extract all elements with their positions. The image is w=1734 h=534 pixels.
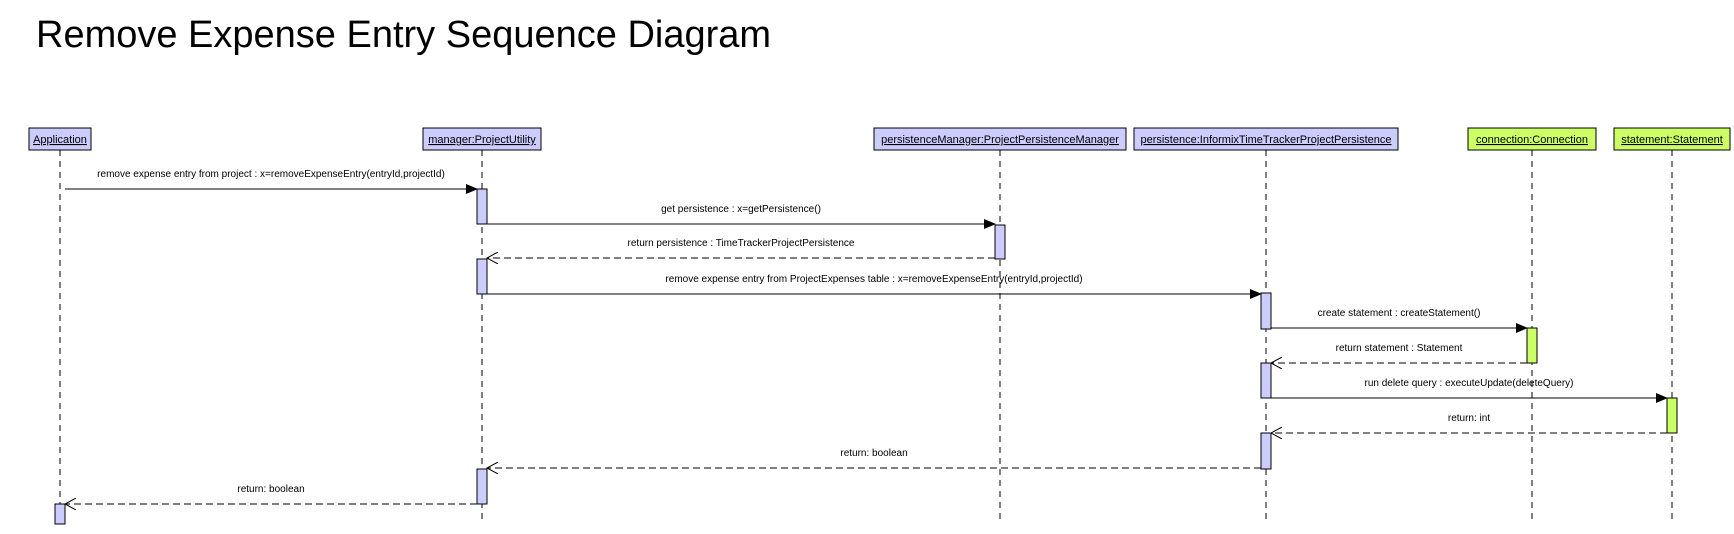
participant-box <box>1613 127 1731 151</box>
message-label: remove expense entry from project : x=re… <box>97 169 445 180</box>
participant-label: Application <box>33 134 87 146</box>
participant-box <box>873 127 1127 151</box>
participant-label: persistence:InformixTimeTrackerProjectPe… <box>1140 134 1391 146</box>
activation-bar <box>1260 292 1272 330</box>
activation-bar <box>476 188 488 225</box>
activation-bar <box>994 224 1006 260</box>
message-label: get persistence : x=getPersistence() <box>661 204 821 215</box>
participant-box <box>422 127 542 151</box>
participant-box <box>28 127 92 151</box>
participant-label: statement:Statement <box>1621 134 1723 146</box>
participant: statement:Statement <box>1613 127 1731 151</box>
activation-bar <box>476 468 488 505</box>
participant: persistenceManager:ProjectPersistenceMan… <box>873 127 1127 151</box>
participant-label: manager:ProjectUtility <box>428 134 536 146</box>
participant-box <box>1467 127 1597 151</box>
message-label: return: int <box>1448 413 1490 424</box>
message-label: return statement : Statement <box>1336 343 1463 354</box>
message-label: remove expense entry from ProjectExpense… <box>665 274 1082 285</box>
activation-bar <box>1260 432 1272 470</box>
message-label: return: boolean <box>840 448 907 459</box>
participant: Application <box>28 127 92 151</box>
activation-bar <box>1526 327 1538 364</box>
diagram-title: Remove Expense Entry Sequence Diagram <box>36 14 772 56</box>
message-label: run delete query : executeUpdate(deleteQ… <box>1364 378 1573 389</box>
participant: connection:Connection <box>1467 127 1597 151</box>
activation-bar <box>1666 397 1678 434</box>
participant-box <box>1133 127 1399 151</box>
participant: persistence:InformixTimeTrackerProjectPe… <box>1133 127 1399 151</box>
participant: manager:ProjectUtility <box>422 127 542 151</box>
message-label: return persistence : TimeTrackerProjectP… <box>628 238 855 249</box>
activation-bar <box>54 503 66 525</box>
message-label: create statement : createStatement() <box>1318 308 1481 319</box>
activation-bar <box>1260 362 1272 399</box>
activation-bar <box>476 258 488 295</box>
message-label: return: boolean <box>237 484 304 495</box>
participant-label: connection:Connection <box>1476 134 1588 146</box>
participant-label: persistenceManager:ProjectPersistenceMan… <box>881 134 1119 146</box>
